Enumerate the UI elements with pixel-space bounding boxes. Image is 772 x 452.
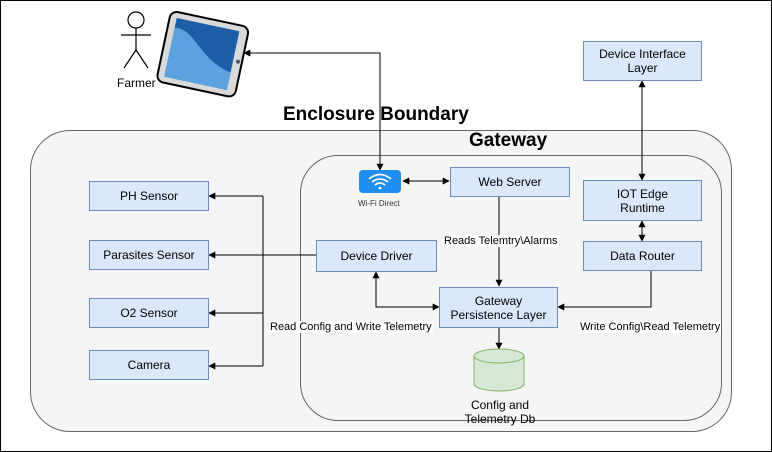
tablet-wifi-connector — [243, 49, 384, 171]
ph-sensor-box[interactable]: PH Sensor — [89, 181, 209, 211]
wifi-direct-label: Wi-Fi Direct — [358, 199, 400, 208]
device-interface-layer-box[interactable]: Device Interface Layer — [583, 41, 702, 81]
gateway-persistence-layer-box[interactable]: Gateway Persistence Layer — [439, 287, 558, 328]
data-router-box[interactable]: Data Router — [583, 241, 702, 271]
o2-sensor-box[interactable]: O2 Sensor — [89, 298, 209, 328]
read-config-write-telemetry-label: Read Config and Write Telemetry — [269, 321, 433, 333]
device-driver-box[interactable]: Device Driver — [316, 240, 437, 272]
camera-box[interactable]: Camera — [89, 350, 209, 380]
parasites-sensor-box[interactable]: Parasites Sensor — [89, 240, 209, 270]
farmer-label: Farmer — [117, 76, 156, 90]
reads-telemetry-alarms-label: Reads Telemtry\Alarms — [443, 235, 559, 247]
gateway-title: Gateway — [469, 130, 548, 151]
write-config-read-telemetry-label: Write Config\Read Telemetry — [579, 321, 722, 333]
iot-edge-runtime-box[interactable]: IOT Edge Runtime — [583, 180, 702, 221]
web-server-box[interactable]: Web Server — [450, 167, 570, 197]
config-telemetry-db-label: Config and Telemetry Db — [464, 398, 536, 426]
router-persistence-connector — [557, 270, 652, 311]
driver-persistence-connector — [372, 271, 440, 311]
